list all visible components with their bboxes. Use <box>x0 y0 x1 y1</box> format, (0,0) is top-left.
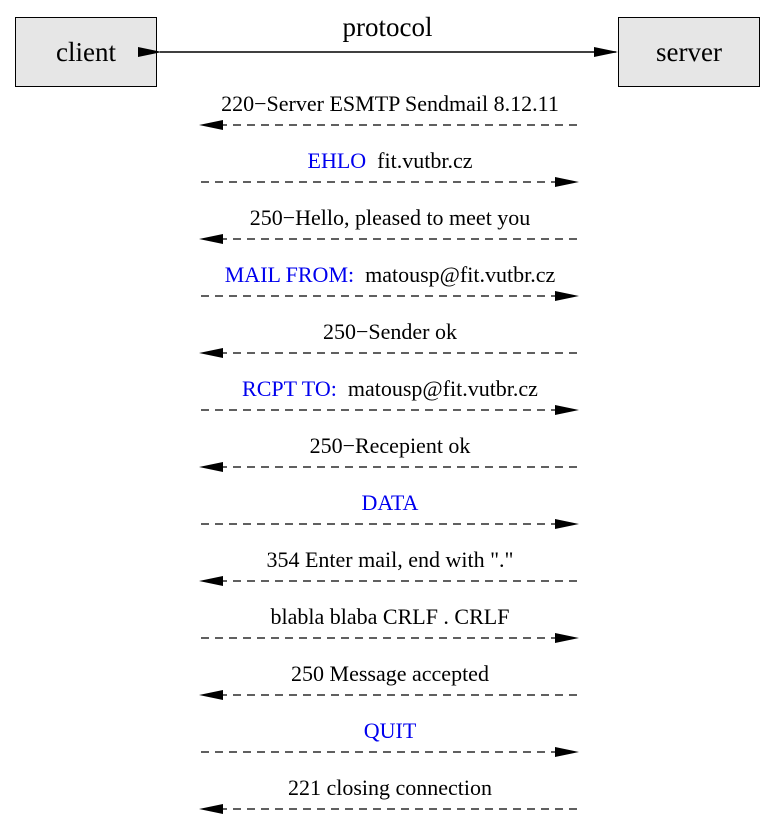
message-text: 354 Enter mail, end with "." <box>266 547 514 572</box>
server-label: server <box>656 36 722 67</box>
message-label: 221 closing connection <box>160 775 620 801</box>
message-text: fit.vutbr.cz <box>377 148 473 173</box>
server-box: server <box>618 17 760 87</box>
message-label: RCPT TO: matousp@fit.vutbr.cz <box>160 376 620 402</box>
message-label: QUIT <box>160 718 620 744</box>
message-text: matousp@fit.vutbr.cz <box>347 376 538 401</box>
message-text: 250−Sender ok <box>323 319 457 344</box>
message-label: DATA <box>160 490 620 516</box>
message-label: MAIL FROM: matousp@fit.vutbr.cz <box>160 262 620 288</box>
message-text: 250−Recepient ok <box>309 433 471 458</box>
message-text: 250−Hello, pleased to meet you <box>249 205 531 230</box>
message-label: 250 Message accepted <box>160 661 620 687</box>
smtp-command: EHLO <box>307 148 367 173</box>
message-text: blabla blaba CRLF . CRLF <box>270 604 510 629</box>
message-label: 220−Server ESMTP Sendmail 8.12.11 <box>160 91 620 117</box>
client-label: client <box>56 36 116 67</box>
message-label: blabla blaba CRLF . CRLF <box>160 604 620 630</box>
message-label: 250−Sender ok <box>160 319 620 345</box>
smtp-command: RCPT TO: <box>242 376 337 401</box>
message-text: 221 closing connection <box>287 775 493 800</box>
message-label: EHLO fit.vutbr.cz <box>160 148 620 174</box>
message-label: 250−Hello, pleased to meet you <box>160 205 620 231</box>
message-label: 354 Enter mail, end with "." <box>160 547 620 573</box>
client-box: client <box>15 17 157 87</box>
smtp-command: DATA <box>361 490 419 515</box>
protocol-label: protocol <box>342 12 433 42</box>
message-text: 250 Message accepted <box>291 661 489 686</box>
smtp-command: QUIT <box>363 718 417 743</box>
message-text: matousp@fit.vutbr.cz <box>365 262 556 287</box>
message-text: 220−Server ESMTP Sendmail 8.12.11 <box>221 91 559 116</box>
smtp-command: MAIL FROM: <box>224 262 355 287</box>
message-label: 250−Recepient ok <box>160 433 620 459</box>
